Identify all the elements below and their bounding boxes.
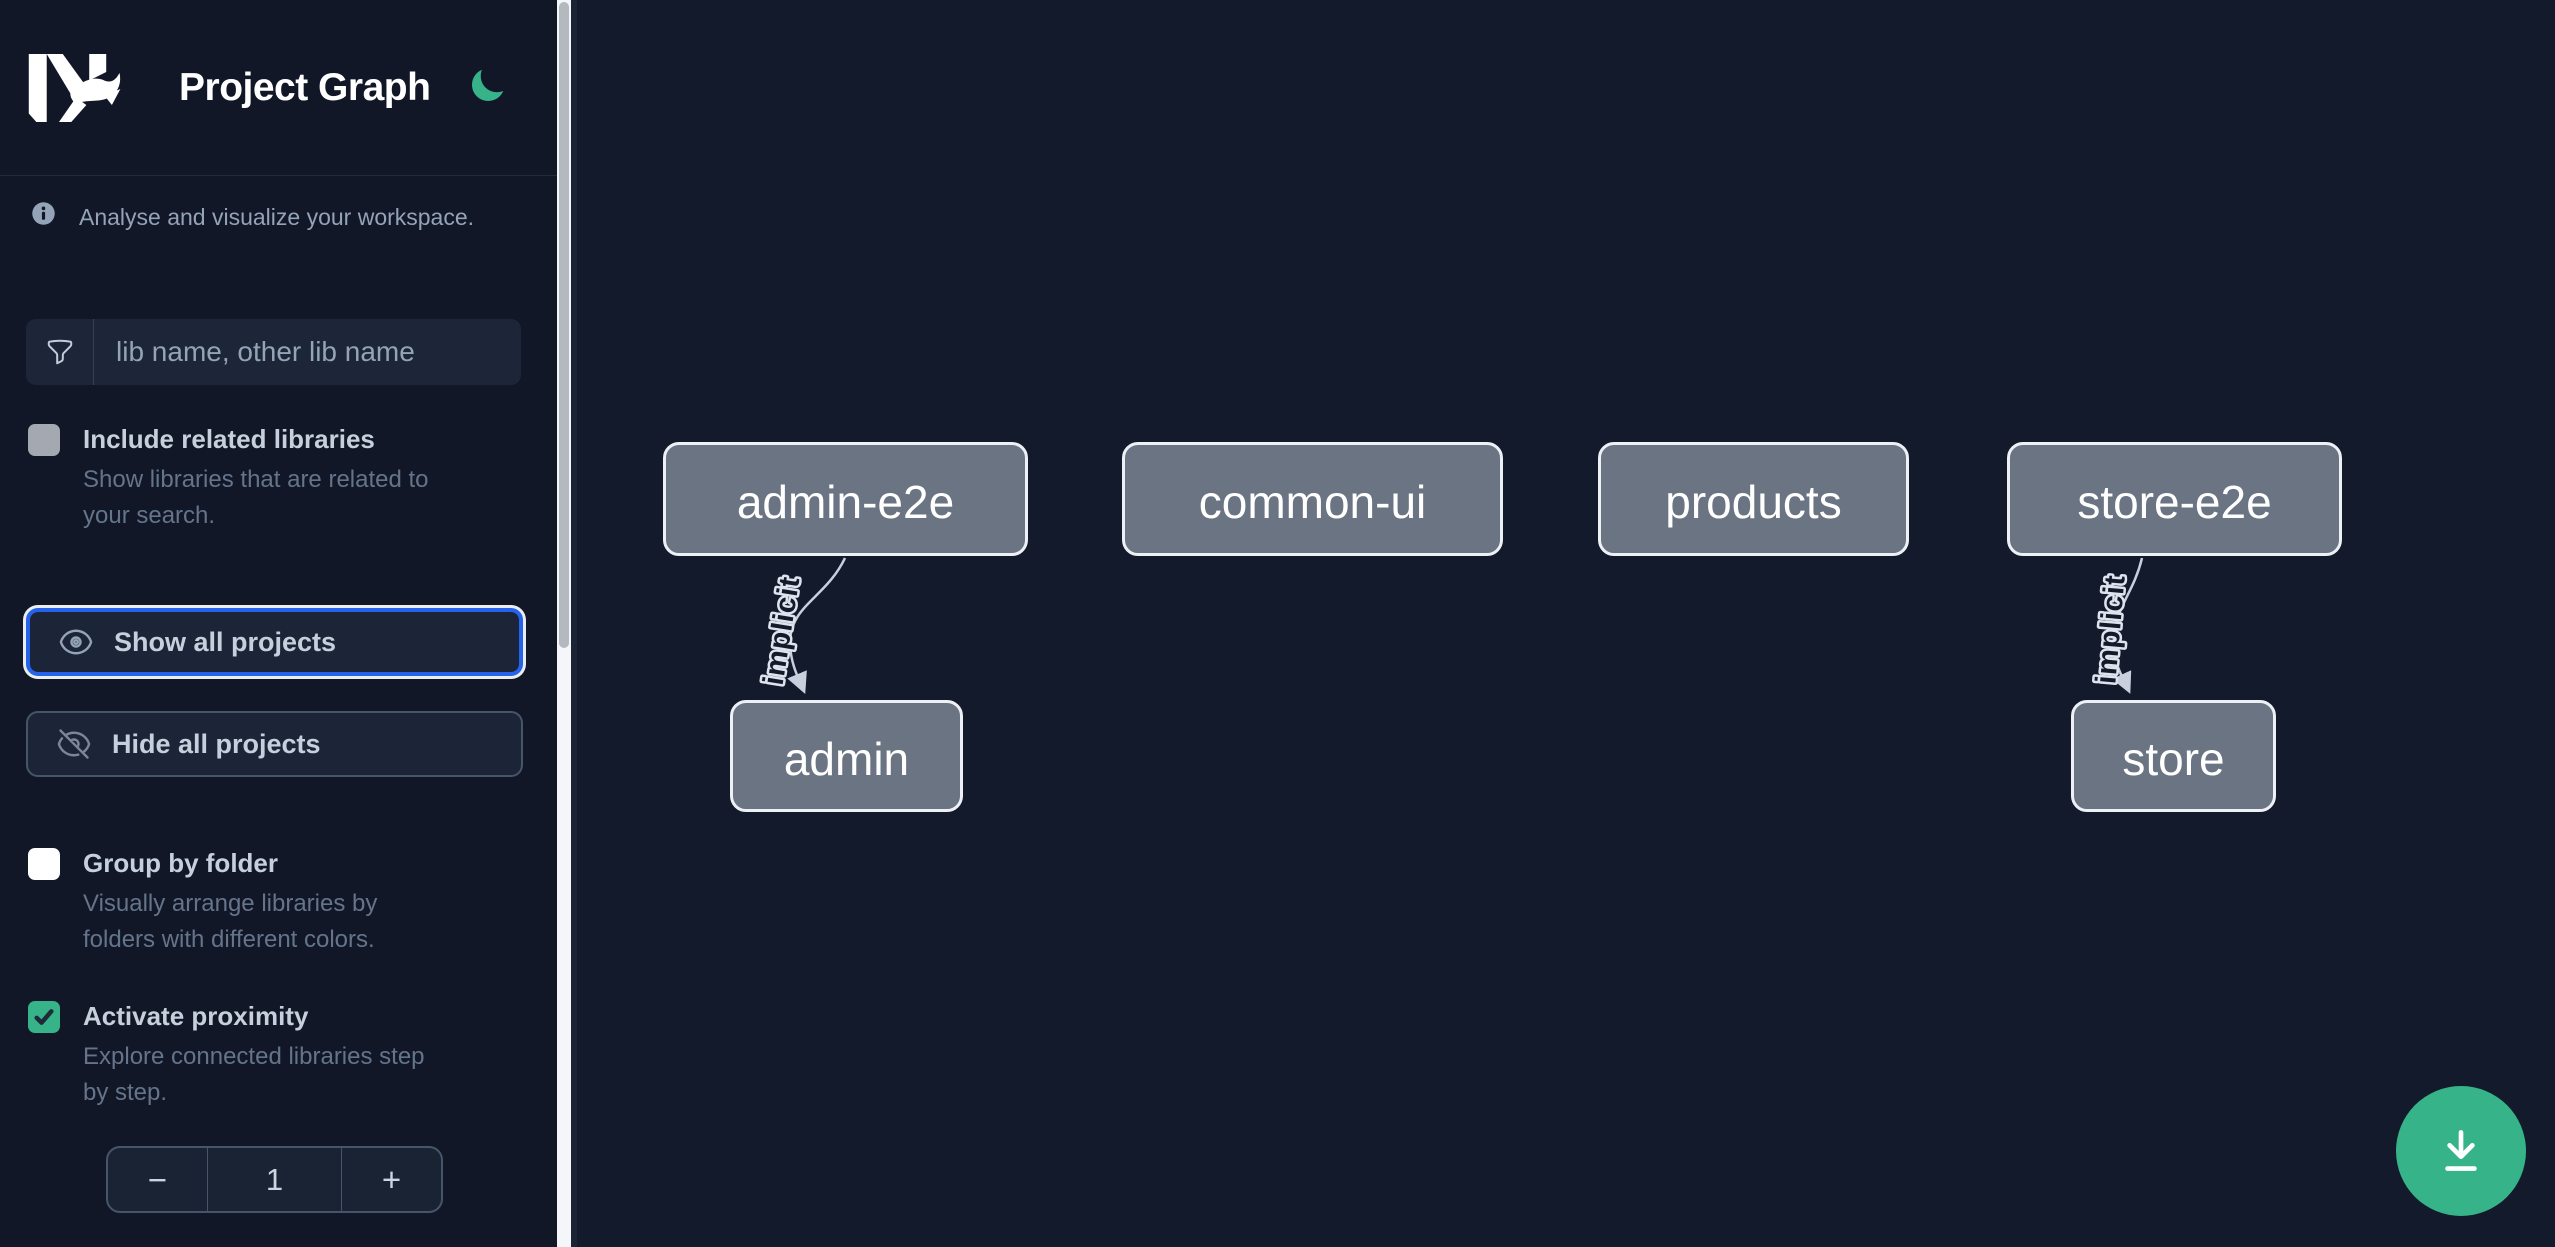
project-graph-canvas[interactable] — [577, 0, 2555, 1247]
show-all-projects-label: Show all projects — [114, 626, 337, 657]
include-related-checkbox[interactable] — [28, 424, 60, 456]
show-all-projects-button[interactable]: Show all projects — [26, 608, 523, 676]
page-title: Project Graph — [179, 66, 431, 109]
group-by-folder-row: Group by folder Visually arrange librari… — [28, 846, 528, 958]
search-box — [26, 319, 521, 385]
include-related-row: Include related libraries Show libraries… — [28, 422, 528, 534]
include-related-label: Include related libraries — [83, 424, 375, 454]
activate-proximity-row: Activate proximity Explore connected lib… — [28, 999, 528, 1111]
activate-proximity-description: Explore connected libraries step by step… — [83, 1043, 425, 1106]
graph-node-admin[interactable]: admin — [730, 700, 963, 812]
search-input[interactable] — [94, 319, 521, 385]
sidebar-scrollbar-track — [557, 0, 571, 1247]
activate-proximity-label: Activate proximity — [83, 1001, 309, 1031]
funnel-icon — [47, 339, 72, 365]
eye-icon — [59, 629, 93, 655]
graph-node-store[interactable]: store — [2071, 700, 2276, 812]
graph-node-admin-e2e[interactable]: admin-e2e — [663, 442, 1028, 556]
activate-proximity-checkbox[interactable] — [28, 1001, 60, 1033]
hide-all-projects-label: Hide all projects — [112, 728, 321, 759]
nx-logo — [28, 54, 121, 122]
proximity-stepper: − 1 + — [106, 1146, 443, 1213]
download-icon — [2445, 1130, 2477, 1171]
moon-icon — [472, 69, 504, 101]
group-by-folder-description: Visually arrange libraries by folders wi… — [83, 890, 378, 953]
eye-off-icon — [57, 729, 91, 759]
stepper-decrement-button[interactable]: − — [108, 1148, 207, 1211]
graph-node-common-ui[interactable]: common-ui — [1122, 442, 1503, 556]
graph-node-store-e2e[interactable]: store-e2e — [2007, 442, 2342, 556]
graph-node-products[interactable]: products — [1598, 442, 1909, 556]
info-icon — [32, 202, 55, 225]
canvas-left-edge — [571, 0, 577, 1247]
sidebar-scrollbar-thumb[interactable] — [559, 2, 569, 648]
stepper-increment-button[interactable]: + — [342, 1148, 441, 1211]
group-by-folder-checkbox[interactable] — [28, 848, 60, 880]
workspace-info: Analyse and visualize your workspace. — [30, 200, 530, 232]
sidebar-header: Project Graph — [0, 0, 557, 176]
info-text: Analyse and visualize your workspace. — [79, 204, 475, 230]
check-icon — [34, 1009, 54, 1025]
download-graph-button[interactable] — [2396, 1086, 2526, 1216]
group-by-folder-label: Group by folder — [83, 848, 278, 878]
include-related-description: Show libraries that are related to your … — [83, 466, 429, 529]
hide-all-projects-button[interactable]: Hide all projects — [26, 711, 523, 777]
theme-toggle-button[interactable] — [464, 64, 510, 110]
stepper-value: 1 — [207, 1148, 342, 1211]
funnel-icon-cell — [26, 319, 94, 385]
sidebar: Project Graph Analyse and visualize your… — [0, 0, 557, 1247]
